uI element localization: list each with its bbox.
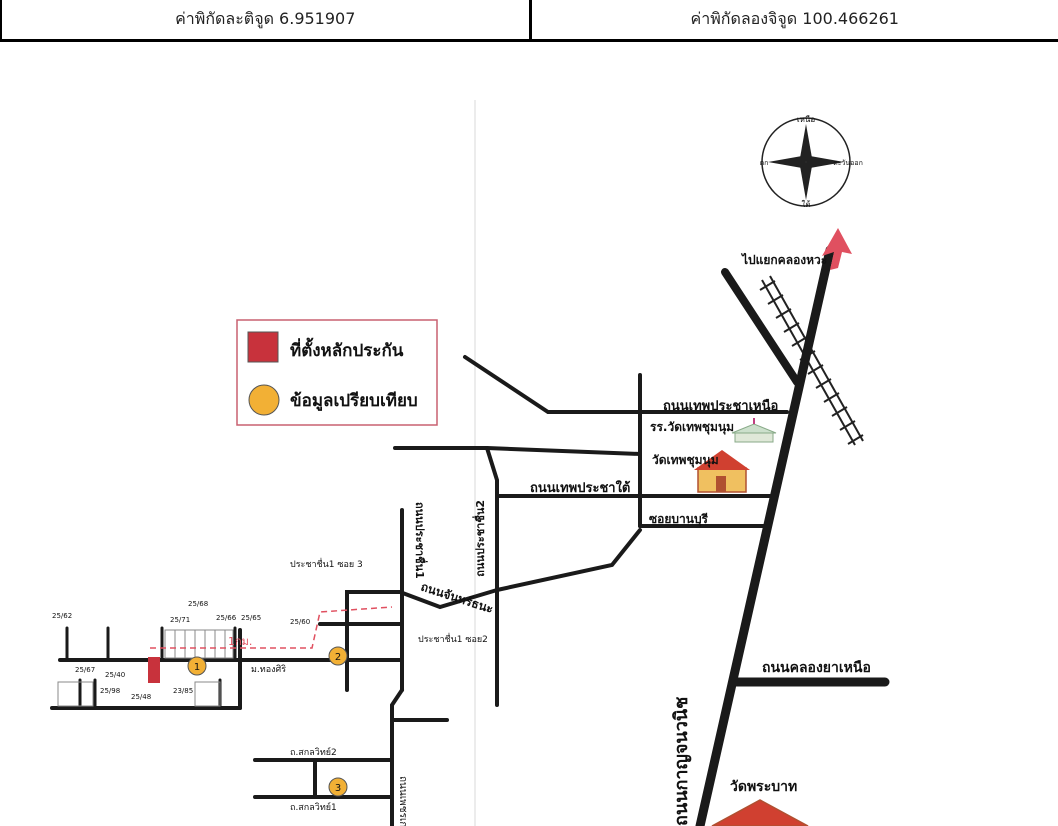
label-kanchanawanich: ถนนกาญจนวนิช [671,697,692,826]
longitude-text: ค่าพิกัดลองจิจูด 100.466261 [690,9,899,28]
latitude-text: ค่าพิกัดละติจูด 6.951907 [175,9,356,28]
plot-label: 25/98 [100,687,120,695]
comparison-marker-3-number: 3 [335,783,341,794]
route-distance-label: 1กม. [228,635,252,648]
plot-label: 25/40 [105,671,125,679]
road-branch [721,268,801,386]
label-thep-pracha-north: ถนนเทพประชาเหนือ [663,398,778,414]
comparison-marker-1[interactable]: 1 [187,656,207,676]
legend: ที่ตั้งหลักประกัน ข้อมูลเปรียบเทียบ [236,319,438,426]
label-pracha-chuen-1: ถนนประชาชื่น1 [413,502,428,579]
legend-comparison-label: ข้อมูลเปรียบเทียบ [290,390,418,412]
plot-label: 25/60 [290,618,310,626]
longitude-cell: ค่าพิกัดลองจิจูด 100.466261 [532,0,1058,39]
railway [759,275,864,446]
compass-north-label: เหนือ [797,115,815,124]
coordinate-bar: ค่าพิกัดละติจูด 6.951907 ค่าพิกัดลองจิจู… [0,0,1058,42]
label-mu-thongsiri: ม.ทองศิริ [251,664,286,675]
collateral-marker[interactable] [148,657,160,683]
latitude-cell: ค่าพิกัดละติจูด 6.951907 [0,0,532,39]
compass-rose: เหนือ ใต้ ตะวันออก ตก [760,115,863,209]
comparison-marker-3[interactable]: 3 [328,777,348,797]
road-network [50,245,890,826]
school-icon [731,418,777,443]
north-arrow [822,228,852,270]
label-temple-thep: วัดเทพชุมนุม [652,453,719,468]
label-sakon-soi1: ถ.สกลวิทย์1 [290,801,337,813]
label-pracha-soi2: ประชาชื่น1 ซอย2 [418,632,488,645]
label-thep-pracha-south: ถนนเทพประชาใต้ [530,479,630,496]
label-khlong-ya-north: ถนนคลองยาเหนือ [762,660,871,676]
legend-collateral-label: ที่ตั้งหลักประกัน [290,337,404,361]
plot-label: 25/66 [216,614,237,622]
label-soi-banburi: ซอยบานบุรี [649,512,709,527]
plot-label: 25/71 [170,616,190,624]
temple-thep-icon [694,450,750,493]
compass-east-label: ตะวันออก [833,159,863,167]
label-chansatharana: ถนนจันทร์ธนะ [419,580,495,617]
compass-south-label: ใต้ [801,200,810,209]
label-wat-phra-bat: วัดพระบาท [730,779,797,795]
plot-label: 23/85 [173,687,193,695]
road-kanchanawanich [695,245,835,826]
label-phetkasem: ถนนเพชรเกษม [397,776,408,826]
label-to-khlong-hoi: ไปแยกคลองหวะ [740,252,827,267]
comparison-marker-2[interactable]: 2 [328,646,348,666]
temple-phrabat-icon [711,799,809,826]
plot-label: 25/67 [75,666,95,674]
route-path: 1กม. [150,606,393,649]
comparison-marker-1-number: 1 [194,662,200,673]
comparison-marker-2-number: 2 [335,652,341,663]
label-school: รร.วัดเทพชุมนุม [650,420,734,435]
plot-label: 25/48 [131,693,151,701]
label-pracha-soi3: ประชาชื่น1 ซอย 3 [290,557,363,570]
label-sakon-soi2: ถ.สกลวิทย์2 [290,746,337,758]
plot-label: 25/68 [188,600,208,608]
label-pracha-chuen-2: ถนนประชาชื่น2 [472,500,487,577]
plot-label: 25/62 [52,612,72,620]
plot-label: 25/65 [241,614,261,622]
compass-west-label: ตก [760,159,769,167]
legend-collateral-swatch [247,331,279,363]
legend-comparison-swatch [248,384,280,416]
